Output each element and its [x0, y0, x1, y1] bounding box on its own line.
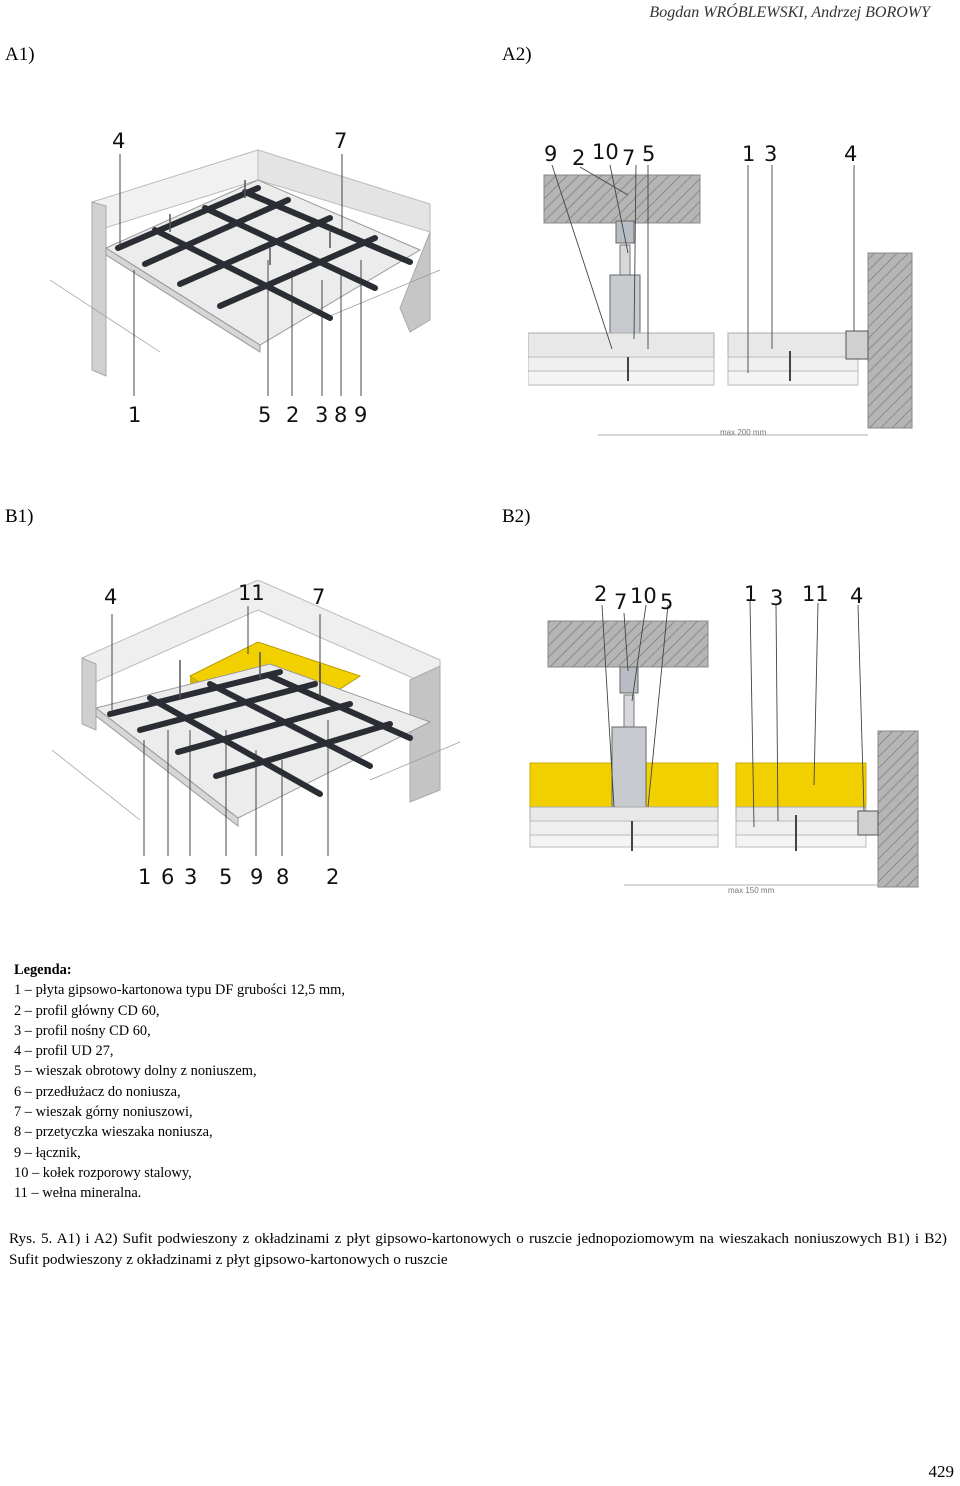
- a1-callout-3: 3: [315, 403, 328, 427]
- b1-callout-3: 3: [184, 865, 197, 889]
- b2-callout-7: 7: [614, 590, 627, 614]
- a1-callout-8: 8: [334, 403, 347, 427]
- legend-item: 3 – profil nośny CD 60,: [14, 1022, 151, 1039]
- a2-callout-9: 9: [544, 142, 557, 166]
- a2-callout-2: 2: [572, 146, 585, 170]
- panel-label-a1: A1): [5, 44, 35, 65]
- legend-item: 5 – wieszak obrotowy dolny z noniuszem,: [14, 1063, 257, 1080]
- legend-item: 6 – przedłużacz do noniusza,: [14, 1083, 181, 1100]
- b1-callout-7: 7: [312, 585, 325, 609]
- a1-callout-2: 2: [286, 403, 299, 427]
- a1-callout-7: 7: [334, 129, 347, 153]
- b2-concrete-slab: [547, 620, 709, 668]
- a2-callout-5: 5: [642, 142, 655, 166]
- b1-callout-9: 9: [250, 865, 263, 889]
- a2-callout-1: 1: [742, 142, 755, 166]
- page-header-authors: Bogdan WRÓBLEWSKI, Andrzej BOROWY: [649, 4, 930, 21]
- b2-callout-1: 1: [744, 582, 757, 606]
- a2-callout-4: 4: [844, 142, 857, 166]
- legend-item: 7 – wieszak górny noniuszowi,: [14, 1104, 193, 1121]
- b2-callout-3: 3: [770, 586, 783, 610]
- b1-callout-1: 1: [138, 865, 151, 889]
- a2-concrete-slab: [543, 174, 701, 224]
- figure-a1-isometric-ceiling: 4 7 1 5 2 3 8 9: [49, 129, 441, 427]
- legend: Legenda: 1 – płyta gipsowo-kartonowa typ…: [14, 960, 345, 1204]
- b2-callout-4: 4: [850, 584, 863, 608]
- b1-callout-11: 11: [238, 581, 265, 605]
- figure-a2-cross-section: max 200 mm 9 2 10 7 5 1 3 4: [528, 140, 913, 437]
- a1-callout-5: 5: [258, 403, 271, 427]
- a1-grid-profiles: [115, 185, 413, 321]
- a2-wall: [867, 252, 913, 429]
- legend-item: 4 – profil UD 27,: [14, 1043, 114, 1060]
- a1-callout-9: 9: [354, 403, 367, 427]
- b1-callout-4: 4: [104, 585, 117, 609]
- b1-callout-5: 5: [219, 865, 232, 889]
- a2-callout-3: 3: [764, 142, 777, 166]
- b2-callout-5: 5: [660, 590, 673, 614]
- legend-item: 8 – przetyczka wieszaka noniusza,: [14, 1124, 213, 1141]
- legend-item: 9 – łącznik,: [14, 1144, 81, 1161]
- legend-item: 11 – wełna mineralna.: [14, 1185, 142, 1202]
- b1-grid-profiles: [107, 669, 413, 797]
- b2-callout-2: 2: [594, 582, 607, 606]
- figure-b2-cross-section-insulated: max 150 mm 2 7 10 5 1 3 11 4: [529, 582, 919, 895]
- b2-dimension-label: max 150 mm: [728, 886, 775, 895]
- a2-dimension-label: max 200 mm: [720, 428, 767, 437]
- b1-callout-8: 8: [276, 865, 289, 889]
- page-number: 429: [928, 1462, 955, 1481]
- b1-callout-6: 6: [161, 865, 174, 889]
- b2-callout-11: 11: [802, 582, 829, 606]
- b2-wall: [877, 730, 919, 888]
- a1-callout-4: 4: [112, 129, 125, 153]
- a2-callout-7: 7: [622, 146, 635, 170]
- panel-label-b1: B1): [5, 506, 34, 527]
- panel-label-b2: B2): [502, 506, 531, 527]
- a1-callout-1: 1: [128, 403, 141, 427]
- legend-item: 2 – profil główny CD 60,: [14, 1002, 160, 1019]
- figure-b1-isometric-ceiling-insulated: 4 11 7 1 6 3 5 9 8 2: [51, 580, 460, 889]
- b2-insulation-right: [735, 762, 867, 808]
- legend-item: 10 – kołek rozporowy stalowy,: [14, 1164, 192, 1181]
- b1-callout-2: 2: [326, 865, 339, 889]
- panel-label-a2: A2): [502, 44, 532, 65]
- b2-callout-10: 10: [630, 584, 657, 608]
- a2-callout-10: 10: [592, 140, 619, 164]
- legend-title: Legenda:: [14, 962, 72, 978]
- legend-item: 1 – płyta gipsowo-kartonowa typu DF grub…: [14, 982, 345, 999]
- figure-caption: Rys. 5. A1) i A2) Sufit podwieszony z ok…: [9, 1230, 947, 1268]
